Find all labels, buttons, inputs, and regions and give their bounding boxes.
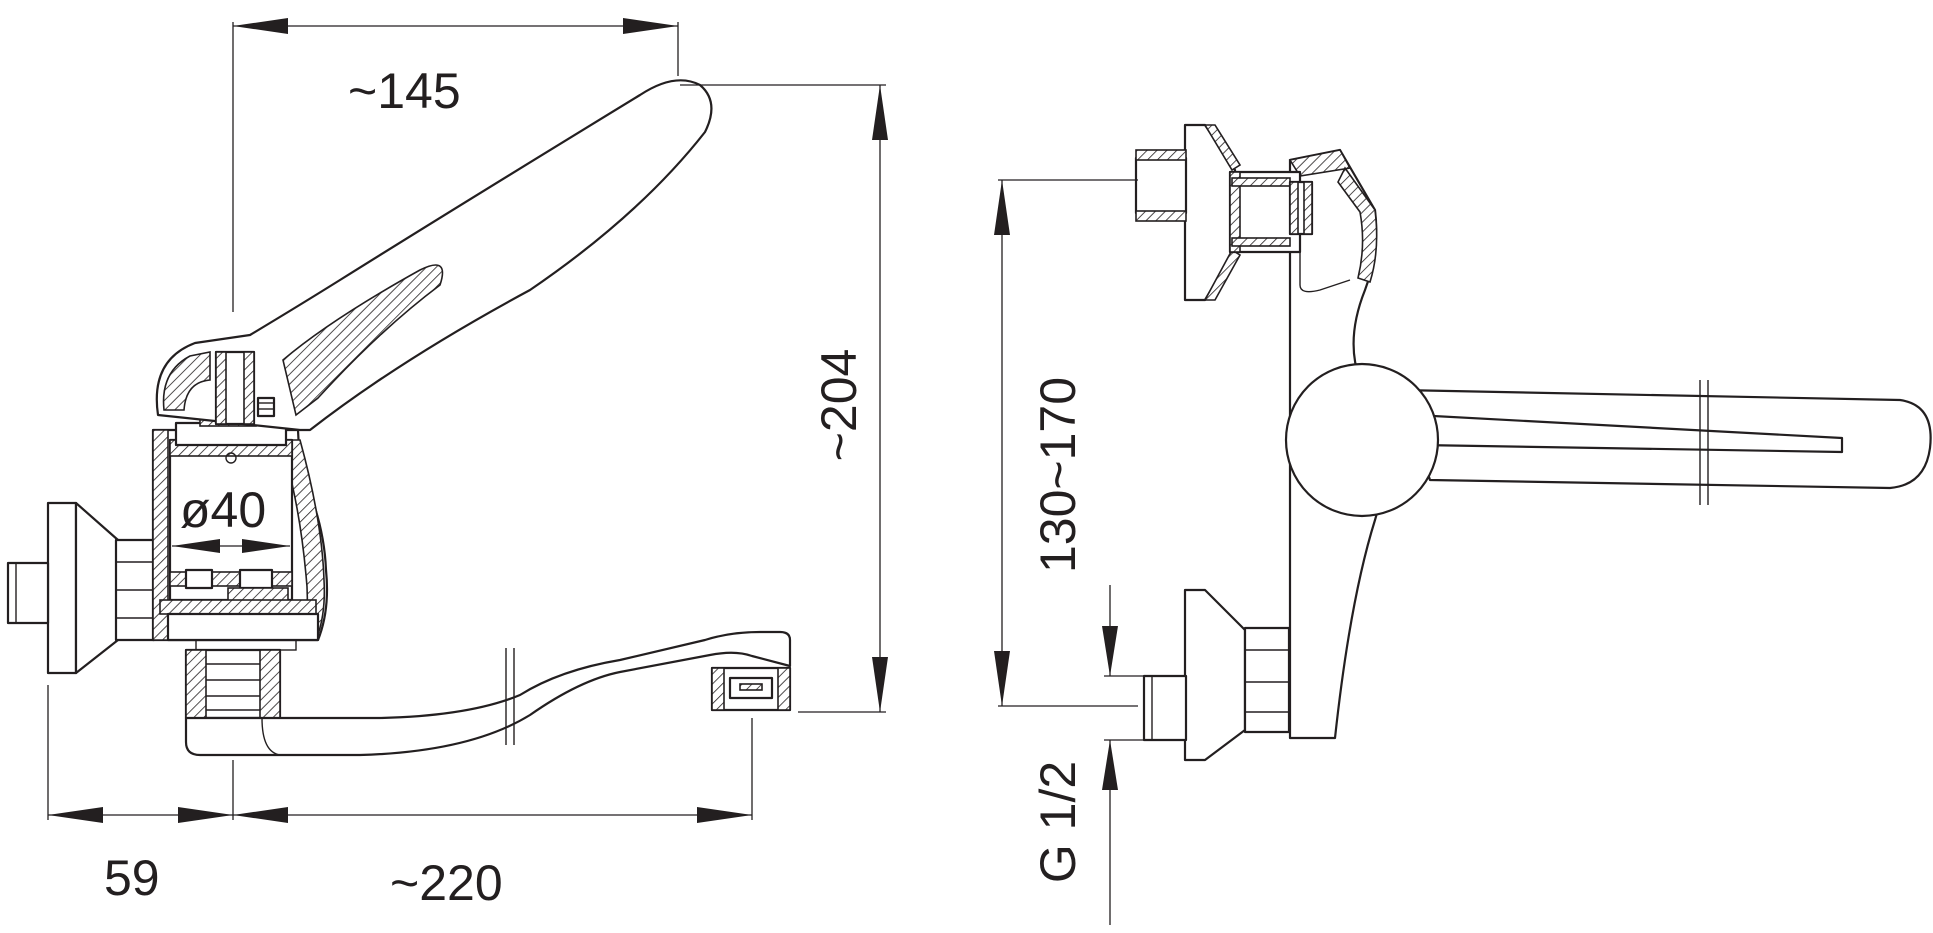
side-lever-handle bbox=[1284, 362, 1932, 518]
front-view: ~145 ~204 ø40 59 ~220 bbox=[6, 18, 888, 911]
side-view: 130~170 G 1/2 bbox=[994, 123, 1932, 925]
dim-wall-offset: 59 bbox=[104, 850, 160, 906]
side-dimensions: 130~170 G 1/2 bbox=[994, 179, 1144, 925]
dim-spout-reach: ~220 bbox=[390, 855, 503, 911]
dim-handle-reach: ~145 bbox=[348, 63, 461, 119]
front-spout-nut bbox=[184, 648, 282, 720]
side-lower-inlet bbox=[1142, 588, 1291, 762]
dim-body-diameter: ø40 bbox=[180, 482, 266, 538]
front-wall-flange bbox=[6, 501, 168, 675]
side-upper-inlet bbox=[1134, 123, 1314, 302]
front-lever-handle bbox=[155, 79, 713, 432]
dim-thread-size: G 1/2 bbox=[1030, 761, 1086, 883]
dim-inlet-centres: 130~170 bbox=[1030, 377, 1086, 573]
dim-total-height: ~204 bbox=[811, 349, 867, 462]
front-spout bbox=[184, 630, 792, 757]
front-mixer-body bbox=[151, 409, 329, 651]
front-dimensions: ~145 ~204 ø40 59 ~220 bbox=[47, 18, 888, 911]
